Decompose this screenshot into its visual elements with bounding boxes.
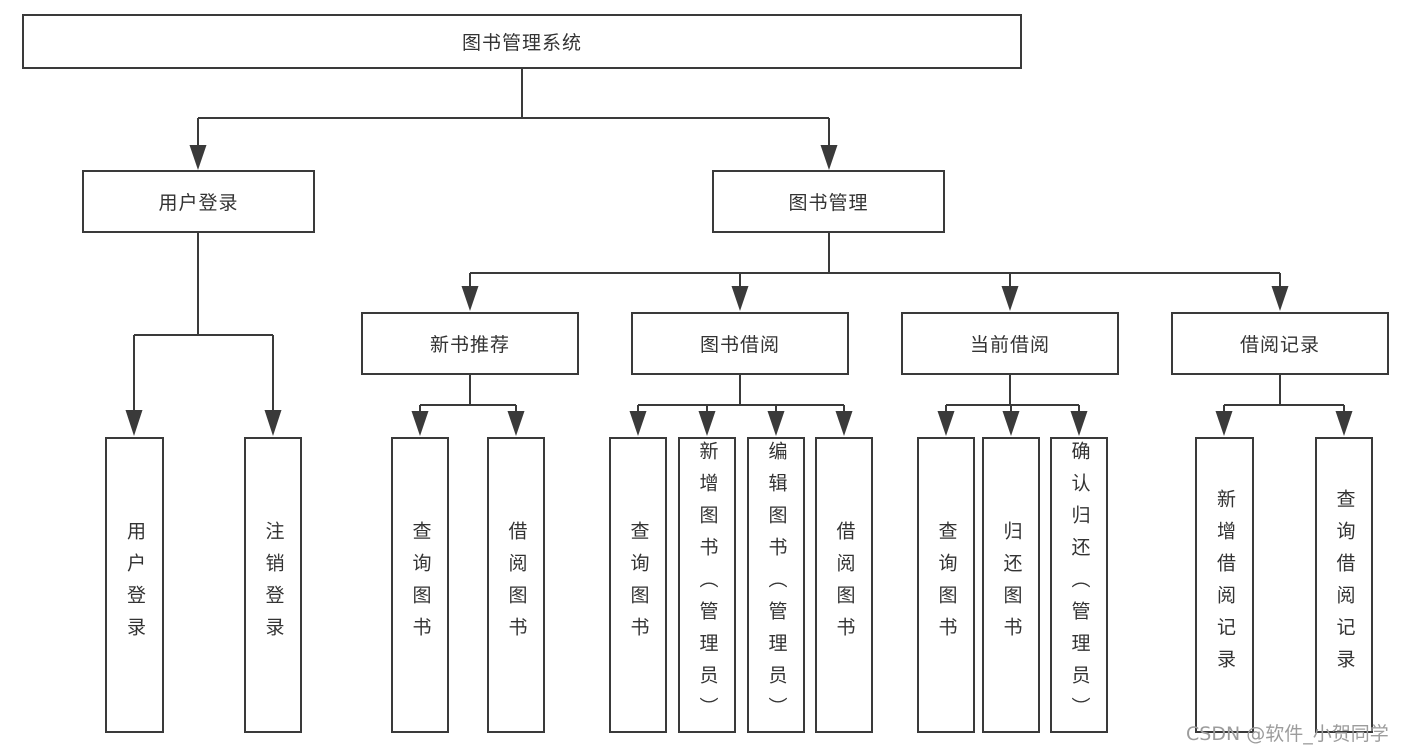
arrowhead xyxy=(629,411,647,436)
watermark: CSDN @软件_小贺同学 xyxy=(1186,723,1389,745)
leaf-edit-book-admin: 编辑图书（管理员） xyxy=(747,437,805,733)
node-user-login: 用户登录 xyxy=(82,170,315,233)
node-root: 图书管理系统 xyxy=(22,14,1022,69)
leaf-logout: 注销登录 xyxy=(244,437,302,733)
leaf-return-book-label: 归还图书 xyxy=(1000,521,1023,649)
arrowhead xyxy=(1215,411,1233,436)
arrowhead xyxy=(1335,411,1353,436)
node-book-management-label: 图书管理 xyxy=(788,192,869,214)
connector-new-book-children xyxy=(419,375,517,412)
node-current-borrow: 当前借阅 xyxy=(901,312,1119,375)
leaf-user-login: 用户登录 xyxy=(105,437,164,733)
node-root-label: 图书管理系统 xyxy=(461,32,582,54)
leaf-user-login-label: 用户登录 xyxy=(124,521,146,649)
arrowhead xyxy=(1002,411,1020,436)
leaf-edit-book-admin-label: 编辑图书（管理员） xyxy=(765,441,788,729)
leaf-query-book-current: 查询图书 xyxy=(917,437,975,733)
arrowhead xyxy=(835,411,853,436)
connector-book-borrow-children xyxy=(637,375,845,412)
leaf-query-book-current-label: 查询图书 xyxy=(935,521,958,649)
leaf-query-borrow-record-label: 查询借阅记录 xyxy=(1333,489,1356,681)
node-book-borrow-label: 图书借阅 xyxy=(699,334,780,356)
leaf-confirm-return-admin: 确认归还（管理员） xyxy=(1050,437,1108,733)
leaf-confirm-return-admin-label: 确认归还（管理员） xyxy=(1068,441,1091,729)
arrowhead xyxy=(461,286,479,311)
leaf-query-book-borrow-label: 查询图书 xyxy=(627,521,650,649)
node-borrow-records-label: 借阅记录 xyxy=(1239,334,1320,356)
leaf-borrow-book-label: 借阅图书 xyxy=(833,521,856,649)
connector-book-mgmt-children xyxy=(469,233,1281,287)
leaf-borrow-book-recommend: 借阅图书 xyxy=(487,437,545,733)
arrowhead xyxy=(507,411,525,436)
arrowhead xyxy=(1001,286,1019,311)
connector-current-borrow-children xyxy=(945,375,1080,412)
arrowhead xyxy=(125,410,143,436)
arrowhead xyxy=(264,410,282,436)
arrowhead xyxy=(1271,286,1289,311)
leaf-query-book-recommend-label: 查询图书 xyxy=(409,521,432,649)
leaf-borrow-book: 借阅图书 xyxy=(815,437,873,733)
node-current-borrow-label: 当前借阅 xyxy=(969,334,1050,356)
arrowhead xyxy=(698,411,716,436)
leaf-query-book-recommend: 查询图书 xyxy=(391,437,449,733)
node-user-login-label: 用户登录 xyxy=(158,192,239,214)
leaf-add-borrow-record-label: 新增借阅记录 xyxy=(1214,489,1236,681)
arrowhead xyxy=(820,145,838,170)
leaf-return-book: 归还图书 xyxy=(982,437,1040,733)
node-new-book-recommend-label: 新书推荐 xyxy=(429,334,510,356)
node-book-borrow: 图书借阅 xyxy=(631,312,849,375)
node-new-book-recommend: 新书推荐 xyxy=(361,312,579,375)
node-borrow-records: 借阅记录 xyxy=(1171,312,1389,375)
leaf-add-book-admin: 新增图书（管理员） xyxy=(678,437,736,733)
leaf-logout-label: 注销登录 xyxy=(262,521,285,649)
connector-user-login-children xyxy=(133,233,274,412)
connector-borrow-records-children xyxy=(1223,375,1345,412)
arrowhead xyxy=(1070,411,1088,436)
arrowhead xyxy=(767,411,785,436)
leaf-query-borrow-record: 查询借阅记录 xyxy=(1315,437,1373,733)
leaf-borrow-book-recommend-label: 借阅图书 xyxy=(505,521,528,649)
arrowhead xyxy=(189,145,207,170)
connector-root-to-level2 xyxy=(197,69,830,147)
arrowhead xyxy=(731,286,749,311)
leaf-add-book-admin-label: 新增图书（管理员） xyxy=(696,441,719,729)
leaf-add-borrow-record: 新增借阅记录 xyxy=(1195,437,1254,733)
node-book-management: 图书管理 xyxy=(712,170,945,233)
arrowhead xyxy=(937,411,955,436)
arrowhead xyxy=(411,411,429,436)
leaf-query-book-borrow: 查询图书 xyxy=(609,437,667,733)
